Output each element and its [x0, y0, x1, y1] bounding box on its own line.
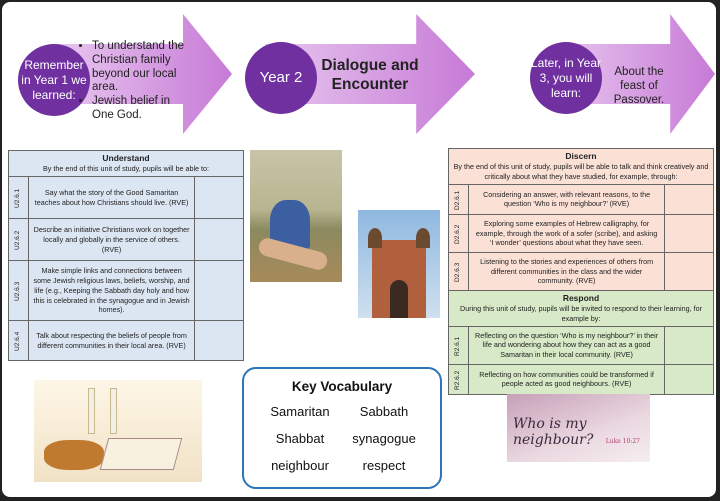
row-code: D2.6.2 — [447, 213, 470, 253]
row-code: U2.6.4 — [7, 320, 30, 362]
unit-title: Dialogue and Encounter — [321, 57, 419, 93]
vocab-title: Key Vocabulary — [291, 379, 393, 394]
row-code: D2.6.3 — [447, 251, 470, 291]
blank-cell — [664, 251, 714, 291]
table-cell: Say what the story of the Good Samaritan… — [28, 176, 195, 220]
table-cell: Make simple links and connections betwee… — [28, 260, 195, 322]
table-cell: Reflecting on how communities could be t… — [468, 363, 665, 395]
vocab-word: Shabbat — [275, 431, 325, 446]
blank-cell — [664, 213, 714, 253]
circle-year3: Later, in Year 3, you will learn: — [530, 42, 602, 114]
vocab-word: respect — [362, 458, 406, 473]
good-samaritan-painting — [250, 150, 342, 282]
blank-cell — [664, 183, 714, 215]
row-code: R2.6.2 — [447, 363, 470, 395]
blank-cell — [664, 363, 714, 395]
row-code: U2.6.2 — [7, 218, 30, 262]
table-cell: Listening to the stories and experiences… — [468, 251, 665, 291]
synagogue-photo — [358, 210, 440, 318]
who-is-my-neighbour-image: Who is my neighbour? Luke 10:27 — [507, 394, 650, 462]
row-code: D2.6.1 — [447, 183, 470, 215]
row-code: U2.6.1 — [7, 176, 30, 220]
key-vocabulary-box: Key Vocabulary Samaritan Sabbath Shabbat… — [242, 367, 442, 489]
year3-text: About the feast of Passover. — [613, 66, 665, 106]
knowledge-organiser: Remember in Year 1 we learned: To unders… — [2, 2, 716, 497]
table-cell: Talk about respecting the beliefs of peo… — [28, 320, 195, 362]
blank-cell — [194, 260, 244, 322]
blank-cell — [194, 320, 244, 362]
blank-cell — [194, 218, 244, 262]
blank-cell — [194, 176, 244, 220]
blank-cell — [664, 325, 714, 365]
table-cell: Describe an initiative Christians work o… — [28, 218, 195, 262]
vocab-word: Sabbath — [359, 404, 409, 419]
table-cell: Exploring some examples of Hebrew callig… — [468, 213, 665, 253]
vocab-word: Samaritan — [270, 404, 330, 419]
circle-year2: Year 2 — [245, 42, 317, 114]
shabbat-table-photo — [34, 380, 202, 482]
table-cell: Considering an answer, with relevant rea… — [468, 183, 665, 215]
row-code: R2.6.1 — [447, 325, 470, 365]
table-cell: Reflecting on the question ‘Who is my ne… — [468, 325, 665, 365]
year1-bullets: To understand the Christian family beyon… — [80, 40, 187, 123]
row-code: U2.6.3 — [7, 260, 30, 322]
vocab-word: neighbour — [271, 458, 329, 473]
circle-year1: Remember in Year 1 we learned: — [18, 44, 90, 116]
vocab-word: synagogue — [352, 431, 416, 446]
